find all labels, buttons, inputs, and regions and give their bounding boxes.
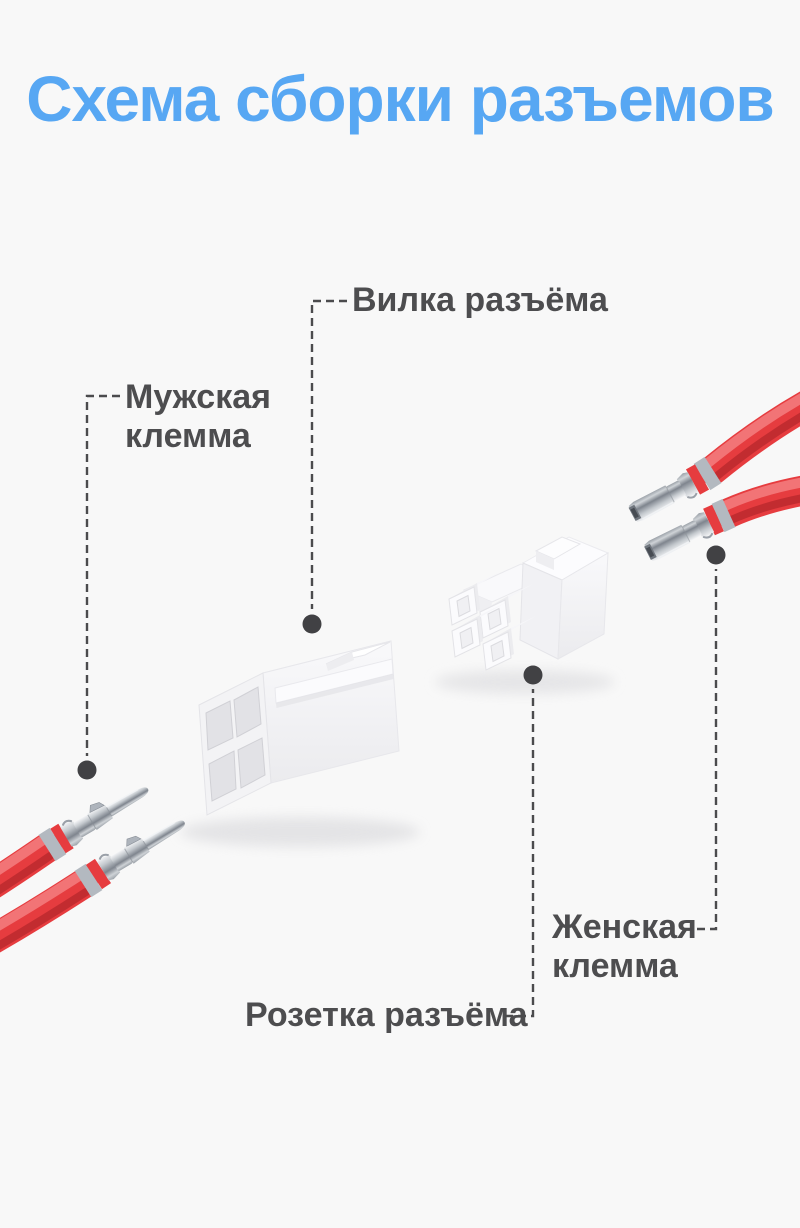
pin-tower	[479, 584, 533, 639]
wire-highlight	[0, 871, 84, 931]
female-terminal-leader-line	[684, 569, 718, 931]
label-male-terminal: Мужская клемма	[125, 378, 271, 455]
socket-shadow	[435, 670, 615, 694]
socket-housing	[448, 536, 610, 671]
cavity-hole	[208, 750, 237, 802]
label-socket-connector: Розетка разъёма	[245, 996, 528, 1034]
latch-tab-edge	[326, 652, 354, 671]
male-terminal-leader-dot	[77, 760, 97, 780]
side-face	[557, 552, 609, 660]
red-ring	[685, 464, 710, 495]
wire-lowlight	[713, 412, 800, 480]
female-terminal	[625, 469, 701, 528]
front-face	[519, 562, 563, 660]
male-terminal	[57, 774, 156, 849]
cavity-hole	[233, 686, 262, 738]
plug-leader-line	[310, 299, 347, 609]
label-female-terminal: Женская клемма	[552, 908, 697, 985]
wire-highlight	[722, 477, 800, 510]
female-terminal	[640, 509, 717, 567]
plug-leader-dot	[302, 614, 322, 634]
cavity-hole	[237, 737, 266, 789]
latch-top	[534, 536, 582, 560]
wire-highlight	[0, 835, 48, 875]
wire	[0, 869, 98, 953]
wire	[698, 391, 800, 485]
wire	[714, 475, 800, 528]
female-terminal-wire-2	[640, 475, 800, 567]
male-terminal-wire-2	[0, 808, 192, 953]
pin-tower	[482, 616, 536, 671]
plug-shadow	[180, 817, 420, 847]
latch-front	[536, 551, 554, 570]
label-plug-connector: Вилка разъёма	[352, 281, 608, 319]
side-rail-shadow	[276, 674, 394, 708]
pin-tower	[451, 603, 505, 658]
female-terminal-leader-dot	[706, 545, 726, 565]
cavity-hole	[205, 700, 234, 751]
wire	[0, 833, 62, 898]
wire-lowlight	[0, 888, 90, 950]
metal-ring	[74, 863, 103, 898]
wire-lowlight	[727, 494, 800, 524]
red-ring	[50, 823, 74, 854]
male-terminal-leader-line	[85, 394, 120, 756]
tower-hole	[456, 594, 471, 618]
female-terminal-wire-1	[625, 391, 800, 528]
metal-ring	[38, 827, 67, 862]
leader-lines	[85, 299, 718, 1018]
tower-hole	[459, 626, 474, 650]
metal-ring	[693, 456, 722, 491]
male-terminal-wire-1	[0, 774, 156, 898]
red-ring	[703, 504, 724, 536]
plug-housing	[198, 640, 400, 816]
red-ring	[85, 858, 112, 890]
socket-leader-dot	[523, 665, 543, 685]
pin-tower	[448, 571, 502, 626]
tower-hole	[487, 607, 502, 631]
socket-leader-line	[505, 689, 535, 1018]
wire-lowlight	[0, 852, 54, 895]
page-title: Схема сборки разъемов	[26, 63, 775, 135]
metal-ring	[711, 498, 736, 533]
tower-hole	[490, 639, 505, 663]
wire-highlight	[703, 393, 800, 468]
